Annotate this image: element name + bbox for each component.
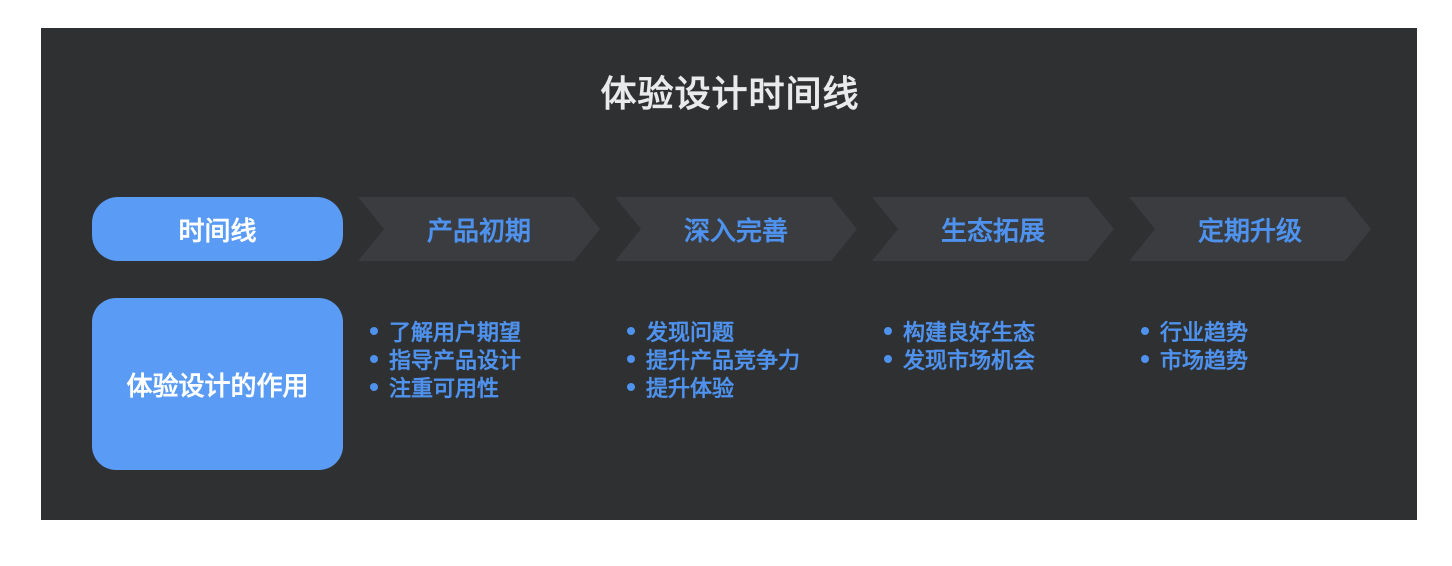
bullet-dot-icon xyxy=(884,327,892,335)
stage-bullets-2: 发现问题 提升产品竞争力 提升体验 xyxy=(615,298,857,470)
timeline-grid: 时间线 产品初期 深入完善 生态拓展 定期升级 体验设计的作用 了解用户期望 指… xyxy=(92,197,1417,470)
page-title: 体验设计时间线 xyxy=(600,73,860,114)
stage-arrow-4: 定期升级 xyxy=(1129,197,1371,261)
bullet-item: 发现问题 xyxy=(627,317,857,345)
bullet-text: 发现市场机会 xyxy=(903,348,1036,373)
bullet-dot-icon xyxy=(1141,327,1149,335)
bullet-dot-icon xyxy=(627,383,635,391)
bullet-text: 注重可用性 xyxy=(389,376,500,401)
bullet-dot-icon xyxy=(1141,355,1149,363)
bullet-dot-icon xyxy=(627,355,635,363)
bullet-dot-icon xyxy=(884,355,892,363)
bullet-item: 市场趋势 xyxy=(1141,345,1371,373)
timeline-start-pill: 时间线 xyxy=(92,197,343,261)
bullet-item: 构建良好生态 xyxy=(884,317,1114,345)
bullet-dot-icon xyxy=(370,355,378,363)
bullet-text: 市场趋势 xyxy=(1160,348,1249,373)
bullet-item: 指导产品设计 xyxy=(370,345,600,373)
bullet-item: 了解用户期望 xyxy=(370,317,600,345)
bullet-text: 行业趋势 xyxy=(1160,320,1249,345)
bullet-text: 构建良好生态 xyxy=(903,320,1036,345)
bullet-text: 发现问题 xyxy=(646,320,735,345)
bullet-item: 注重可用性 xyxy=(370,373,600,401)
stage-arrow-3: 生态拓展 xyxy=(872,197,1114,261)
bullet-item: 行业趋势 xyxy=(1141,317,1371,345)
stage-bullets-1: 了解用户期望 指导产品设计 注重可用性 xyxy=(358,298,600,470)
role-box: 体验设计的作用 xyxy=(92,298,343,470)
bullet-item: 发现市场机会 xyxy=(884,345,1114,373)
bullet-text: 提升体验 xyxy=(646,376,735,401)
bullet-text: 了解用户期望 xyxy=(389,320,522,345)
bullet-dot-icon xyxy=(370,327,378,335)
bullet-text: 提升产品竞争力 xyxy=(646,348,801,373)
bullet-dot-icon xyxy=(627,327,635,335)
bullet-item: 提升体验 xyxy=(627,373,857,401)
bullet-text: 指导产品设计 xyxy=(389,348,522,373)
stage-arrow-2: 深入完善 xyxy=(615,197,857,261)
stage-arrow-1: 产品初期 xyxy=(358,197,600,261)
timeline-slide-panel: 体验设计时间线 时间线 产品初期 深入完善 生态拓展 定期升级 体验设计的作用 … xyxy=(41,28,1417,520)
bullet-dot-icon xyxy=(370,383,378,391)
bullet-item: 提升产品竞争力 xyxy=(627,345,857,373)
stage-bullets-3: 构建良好生态 发现市场机会 xyxy=(872,298,1114,470)
stage-bullets-4: 行业趋势 市场趋势 xyxy=(1129,298,1371,470)
